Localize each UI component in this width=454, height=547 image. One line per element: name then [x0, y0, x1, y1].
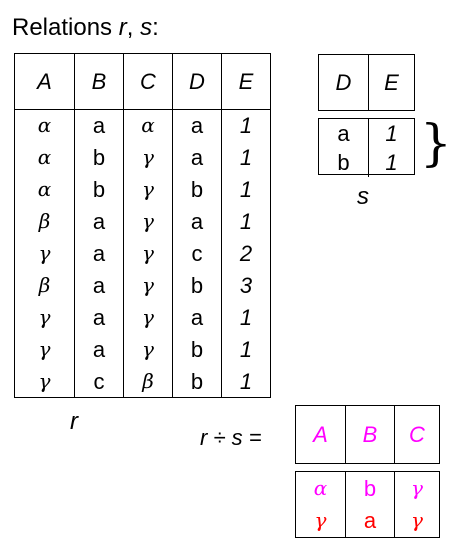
- r-cell: β: [123, 365, 173, 397]
- r-cell: b: [172, 333, 222, 365]
- r-cell: 1: [221, 205, 270, 238]
- r-cell: γ: [123, 141, 173, 174]
- result-header: A B C: [295, 405, 440, 464]
- r-cell: 1: [221, 333, 270, 365]
- r-cell: a: [172, 141, 222, 174]
- r-header-d: D: [172, 54, 222, 109]
- page-title: Relations r, s:: [12, 14, 159, 41]
- result-cell: γ: [394, 504, 439, 537]
- result-cell: b: [345, 472, 395, 505]
- result-cell: a: [345, 504, 395, 537]
- r-cell: β: [38, 272, 51, 297]
- r-cell: 1: [221, 365, 270, 397]
- r-cell: a: [172, 301, 222, 334]
- r-header-c: C: [123, 54, 173, 109]
- r-cell: γ: [38, 368, 51, 393]
- r-cell: 1: [221, 173, 270, 206]
- r-cell: β: [38, 209, 51, 234]
- r-cell: γ: [38, 336, 51, 361]
- s-header-d: D: [335, 69, 352, 95]
- r-cell: b: [74, 173, 124, 206]
- r-cell: c: [172, 237, 222, 270]
- division-label: r ÷ s =: [200, 425, 262, 450]
- r-cell: a: [74, 205, 124, 238]
- relation-s-label: s: [357, 183, 369, 210]
- r-cell: b: [172, 365, 222, 397]
- result-header-c: C: [394, 406, 439, 463]
- r-cell: γ: [123, 269, 173, 302]
- r-cell: a: [74, 110, 124, 142]
- r-cell: α: [37, 145, 52, 170]
- result-cell: γ: [394, 472, 439, 505]
- r-header-b: B: [74, 54, 124, 109]
- r-cell: 2: [221, 237, 270, 270]
- r-cell: c: [74, 365, 124, 397]
- r-cell: γ: [123, 301, 173, 334]
- r-cell: γ: [123, 333, 173, 365]
- r-cell: b: [74, 141, 124, 174]
- r-cell: b: [172, 269, 222, 302]
- s-cell: 1: [368, 119, 414, 148]
- r-cell: 3: [221, 269, 270, 302]
- r-cell: b: [172, 173, 222, 206]
- relation-r-label: r: [70, 408, 78, 435]
- r-cell: a: [74, 333, 124, 365]
- result-header-a: A: [313, 421, 328, 447]
- r-cell: γ: [38, 240, 51, 265]
- r-cell: a: [74, 301, 124, 334]
- result-cell: α: [313, 475, 328, 500]
- brace-icon: }: [420, 114, 452, 172]
- r-cell: γ: [123, 205, 173, 238]
- r-cell: a: [74, 237, 124, 270]
- s-cell: b: [337, 150, 350, 175]
- s-header-e: E: [368, 55, 414, 110]
- r-header-e: E: [221, 54, 270, 109]
- r-cell: γ: [123, 173, 173, 206]
- relation-r-header: A B C D E: [14, 53, 271, 110]
- r-header-a: A: [37, 68, 52, 94]
- r-cell: α: [37, 177, 52, 202]
- relation-s-header: D E: [318, 54, 415, 111]
- r-cell: 1: [221, 110, 270, 142]
- s-cell: 1: [368, 148, 414, 177]
- r-cell: γ: [123, 237, 173, 270]
- r-cell: α: [37, 113, 52, 138]
- s-cell: a: [337, 121, 350, 146]
- r-cell: a: [74, 269, 124, 302]
- r-cell: 1: [221, 141, 270, 174]
- r-cell: α: [123, 110, 173, 142]
- r-cell: a: [172, 205, 222, 238]
- r-cell: γ: [38, 304, 51, 329]
- result-header-b: B: [345, 406, 395, 463]
- r-cell: a: [172, 110, 222, 142]
- r-cell: 1: [221, 301, 270, 334]
- result-cell: γ: [314, 508, 327, 533]
